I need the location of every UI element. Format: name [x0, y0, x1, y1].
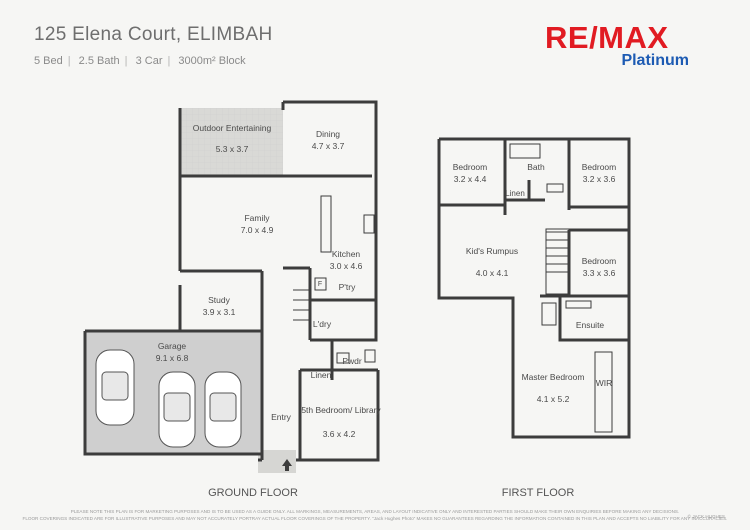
- room-bedroom-e-size: 3.3 x 3.6: [583, 268, 616, 278]
- room-bath-first: Bath: [527, 162, 545, 172]
- room-outdoor-size: 5.3 x 3.7: [216, 144, 249, 154]
- disclaimer-line-1: PLEASE NOTE THIS PLAN IS FOR MARKETING P…: [70, 509, 680, 514]
- remax-logo-subbrand: Platinum: [621, 52, 689, 69]
- room-garage-size: 9.1 x 6.8: [156, 353, 189, 363]
- room-kitchen-name: Kitchen: [332, 249, 361, 259]
- spec-block-size: 3000m² Block: [178, 55, 246, 67]
- room-master-size: 4.1 x 5.2: [537, 394, 570, 404]
- room-family-size: 7.0 x 4.9: [241, 225, 274, 235]
- garage-cars: [95, 349, 242, 448]
- room-rumpus-size: 4.0 x 4.1: [476, 268, 509, 278]
- fridge-label: F: [318, 281, 322, 288]
- remax-logo-wordmark: RE/MAX: [545, 20, 669, 55]
- room-bedroom-nw-name: Bedroom: [453, 162, 488, 172]
- room-linen-ground: Linen: [311, 370, 332, 380]
- cooktop: [363, 214, 375, 234]
- property-address-title: 125 Elena Court, ELIMBAH: [34, 24, 273, 45]
- porch-area: [258, 450, 296, 473]
- kitchen-island: [320, 195, 332, 253]
- ground-floor-plan: Outdoor Entertaining 5.3 x 3.7 Dining 4.…: [83, 100, 381, 499]
- outdoor-entertaining-area: [180, 108, 283, 176]
- room-garage-name: Garage: [158, 341, 187, 351]
- copyright-notice: © JACK HUGHES: [687, 514, 725, 519]
- room-family-name: Family: [244, 213, 270, 223]
- room-study-name: Study: [208, 295, 230, 305]
- room-master-name: Master Bedroom: [522, 372, 585, 382]
- spec-bathrooms: 2.5 Bath: [78, 55, 120, 67]
- room-bedroom-nw-size: 3.2 x 4.4: [454, 174, 487, 184]
- room-bedroom-ne-size: 3.2 x 3.6: [583, 174, 616, 184]
- room-outdoor-name: Outdoor Entertaining: [193, 123, 272, 133]
- first-floor-plan: Bedroom 3.2 x 4.4 Bath Bedroom 3.2 x 3.6…: [437, 137, 631, 499]
- ground-floor-label: GROUND FLOOR: [208, 487, 298, 499]
- property-specs: 5 Bed| 2.5 Bath| 3 Car| 3000m² Block: [34, 55, 246, 67]
- room-walk-in-robe: WIR: [596, 378, 613, 388]
- room-powder: Pwdr: [342, 356, 362, 366]
- room-entry: Entry: [271, 412, 292, 422]
- room-dining-name: Dining: [316, 129, 340, 139]
- room-library-size: 3.6 x 4.2: [323, 429, 356, 439]
- room-kitchen-size: 3.0 x 4.6: [330, 261, 363, 271]
- spec-car-spaces: 3 Car: [135, 55, 163, 67]
- remax-logo: RE/MAX Platinum: [545, 20, 695, 72]
- room-laundry: L'dry: [313, 319, 332, 329]
- room-pantry: P'try: [339, 282, 356, 292]
- room-library-name: 5th Bedroom/ Library: [301, 405, 381, 415]
- room-dining-size: 4.7 x 3.7: [312, 141, 345, 151]
- room-linen-first: Linen: [505, 189, 525, 198]
- room-ensuite: Ensuite: [576, 320, 605, 330]
- spec-bedrooms: 5 Bed: [34, 55, 63, 67]
- room-bedroom-ne-name: Bedroom: [582, 162, 617, 172]
- room-rumpus-name: Kid's Rumpus: [466, 246, 518, 256]
- room-bedroom-e-name: Bedroom: [582, 256, 617, 266]
- room-study-size: 3.9 x 3.1: [203, 307, 236, 317]
- first-floor-label: FIRST FLOOR: [502, 487, 575, 499]
- disclaimer-line-2: FLOOR COVERINGS INDICATED ARE FOR ILLUST…: [22, 516, 728, 521]
- entry-arrow-icon: [282, 459, 292, 471]
